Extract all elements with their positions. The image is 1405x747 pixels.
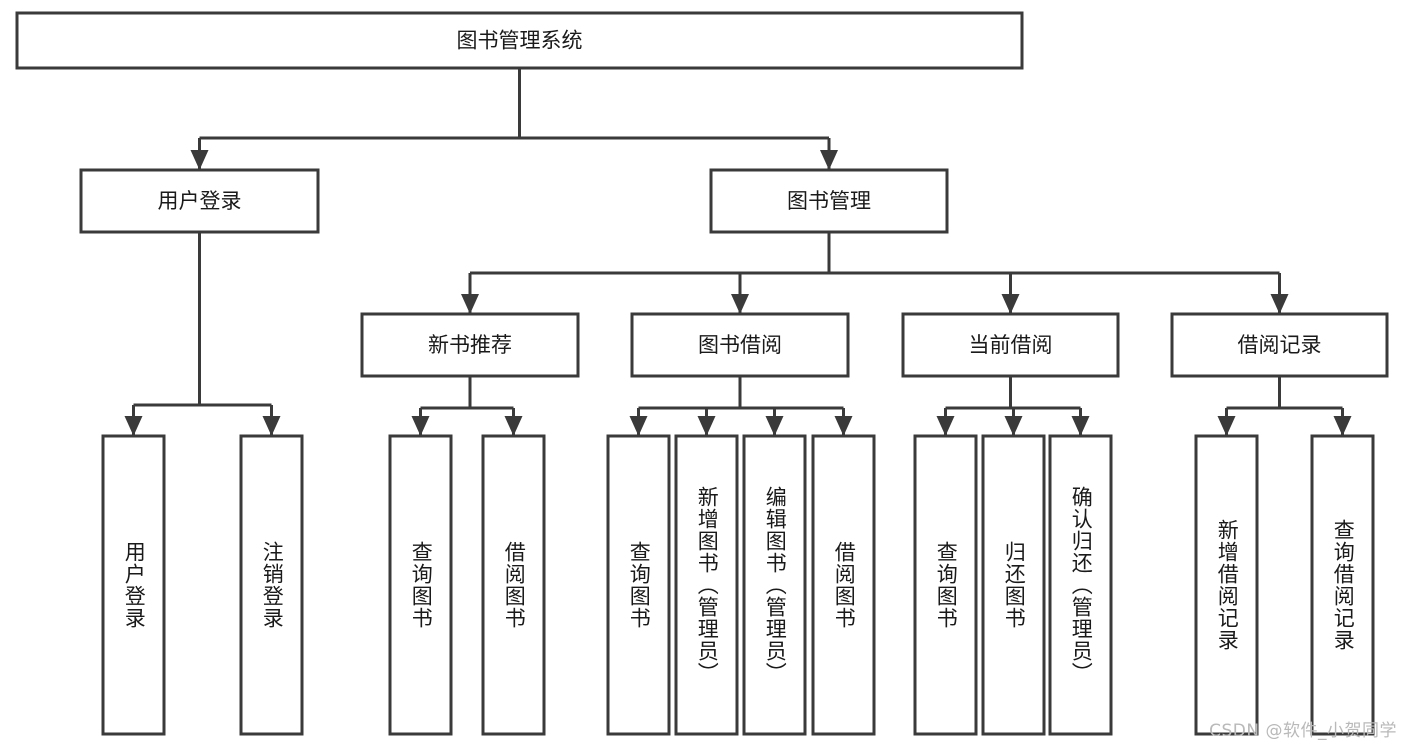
node-root[interactable] <box>15 11 1024 70</box>
node-leaf-return-book[interactable] <box>981 434 1046 736</box>
node-book-manage[interactable] <box>709 168 949 234</box>
node-label-book-manage: 图书管理 <box>787 189 871 213</box>
arrow-head-icon <box>124 416 143 436</box>
node-borrow-record[interactable] <box>1170 312 1389 378</box>
node-new-book-recommend[interactable] <box>360 312 580 378</box>
node-leaf-borrow-book-1[interactable] <box>481 434 546 736</box>
arrow-head-icon <box>1004 416 1023 436</box>
arrow-head-icon <box>629 416 648 436</box>
node-leaf-user-login[interactable] <box>101 434 166 736</box>
arrow-head-icon <box>1001 294 1020 314</box>
node-label-new-book-recommend: 新书推荐 <box>428 333 512 357</box>
node-leaf-confirm-return[interactable] <box>1048 434 1113 736</box>
arrow-head-icon <box>731 294 749 314</box>
node-leaf-add-book[interactable] <box>674 434 739 736</box>
arrow-head-icon <box>504 416 523 436</box>
arrow-head-icon <box>1217 416 1236 436</box>
arrow-head-icon <box>190 150 209 170</box>
node-current-borrow[interactable] <box>901 312 1120 378</box>
connector-layer <box>124 68 1352 436</box>
node-label-current-borrow: 当前借阅 <box>969 333 1053 357</box>
node-label-root: 图书管理系统 <box>457 29 583 53</box>
node-leaf-add-record[interactable] <box>1194 434 1259 736</box>
node-label-borrow-record: 借阅记录 <box>1238 333 1322 357</box>
node-box-layer <box>15 11 1389 736</box>
node-leaf-query-book-3[interactable] <box>913 434 978 736</box>
node-leaf-query-record[interactable] <box>1310 434 1375 736</box>
node-label-book-borrow: 图书借阅 <box>698 333 782 357</box>
node-leaf-logout[interactable] <box>239 434 304 736</box>
arrow-head-icon <box>262 416 281 436</box>
node-book-borrow[interactable] <box>630 312 850 378</box>
arrow-head-icon <box>936 416 955 436</box>
node-leaf-query-book-1[interactable] <box>388 434 453 736</box>
node-user-login[interactable] <box>79 168 320 234</box>
arrow-head-icon <box>697 416 716 436</box>
node-leaf-edit-book[interactable] <box>742 434 807 736</box>
arrow-head-icon <box>1333 416 1352 436</box>
arrow-head-icon <box>461 294 479 314</box>
arrow-head-icon <box>1071 416 1090 436</box>
arrow-head-icon <box>820 150 838 170</box>
arrow-head-icon <box>411 416 430 436</box>
node-label-user-login: 用户登录 <box>158 189 242 213</box>
node-leaf-query-book-2[interactable] <box>606 434 671 736</box>
node-leaf-borrow-book-2[interactable] <box>811 434 876 736</box>
arrow-head-icon <box>765 416 784 436</box>
arrow-head-icon <box>1270 294 1289 314</box>
watermark-text: CSDN @软件_小贺同学 <box>1209 721 1397 741</box>
arrow-head-icon <box>834 416 853 436</box>
